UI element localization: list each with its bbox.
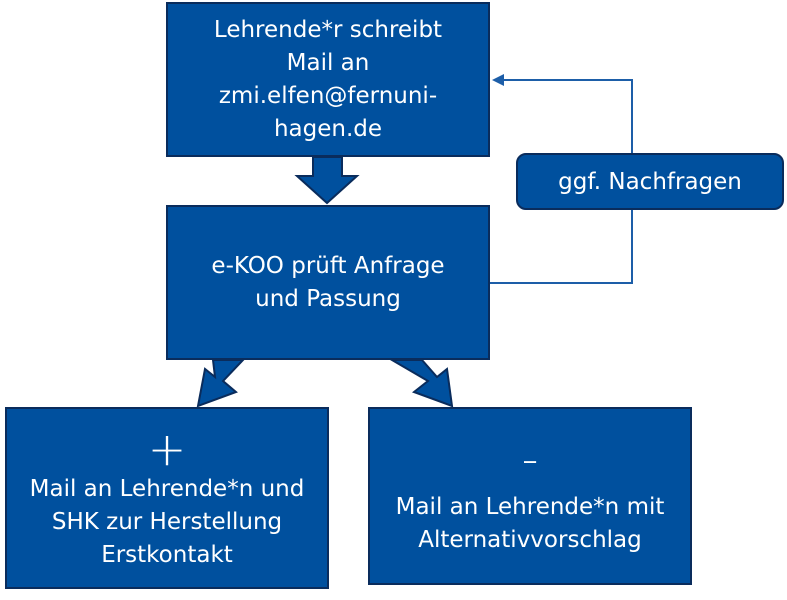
feedback-arrowhead: [492, 74, 504, 86]
negative-outcome-text: Mail an Lehrende*n mit Alternativvorschl…: [395, 494, 665, 553]
arrow-review-to-positive: [196, 359, 246, 408]
submit-mail-box: Lehrende*r schreibt Mail an zmi.elfen@fe…: [166, 2, 490, 157]
review-request-box: e-KOO prüft Anfrage und Passung: [166, 205, 490, 360]
negative-outcome-box: - Mail an Lehrende*n mit Alternativvorsc…: [368, 407, 692, 585]
arrow-submit-to-review: [294, 156, 360, 205]
positive-outcome-box: + Mail an Lehrende*n und SHK zur Herstel…: [5, 407, 329, 589]
minus-symbol: -: [521, 432, 539, 486]
arrow-review-to-negative: [388, 359, 454, 408]
plus-symbol: +: [147, 421, 187, 476]
positive-outcome-text: Mail an Lehrende*n und SHK zur Herstellu…: [29, 475, 305, 568]
review-request-text: e-KOO prüft Anfrage und Passung: [211, 252, 445, 312]
submit-mail-text: Lehrende*r schreibt Mail an zmi.elfen@fe…: [213, 16, 443, 142]
follow-up-note: ggf. Nachfragen: [516, 153, 784, 210]
